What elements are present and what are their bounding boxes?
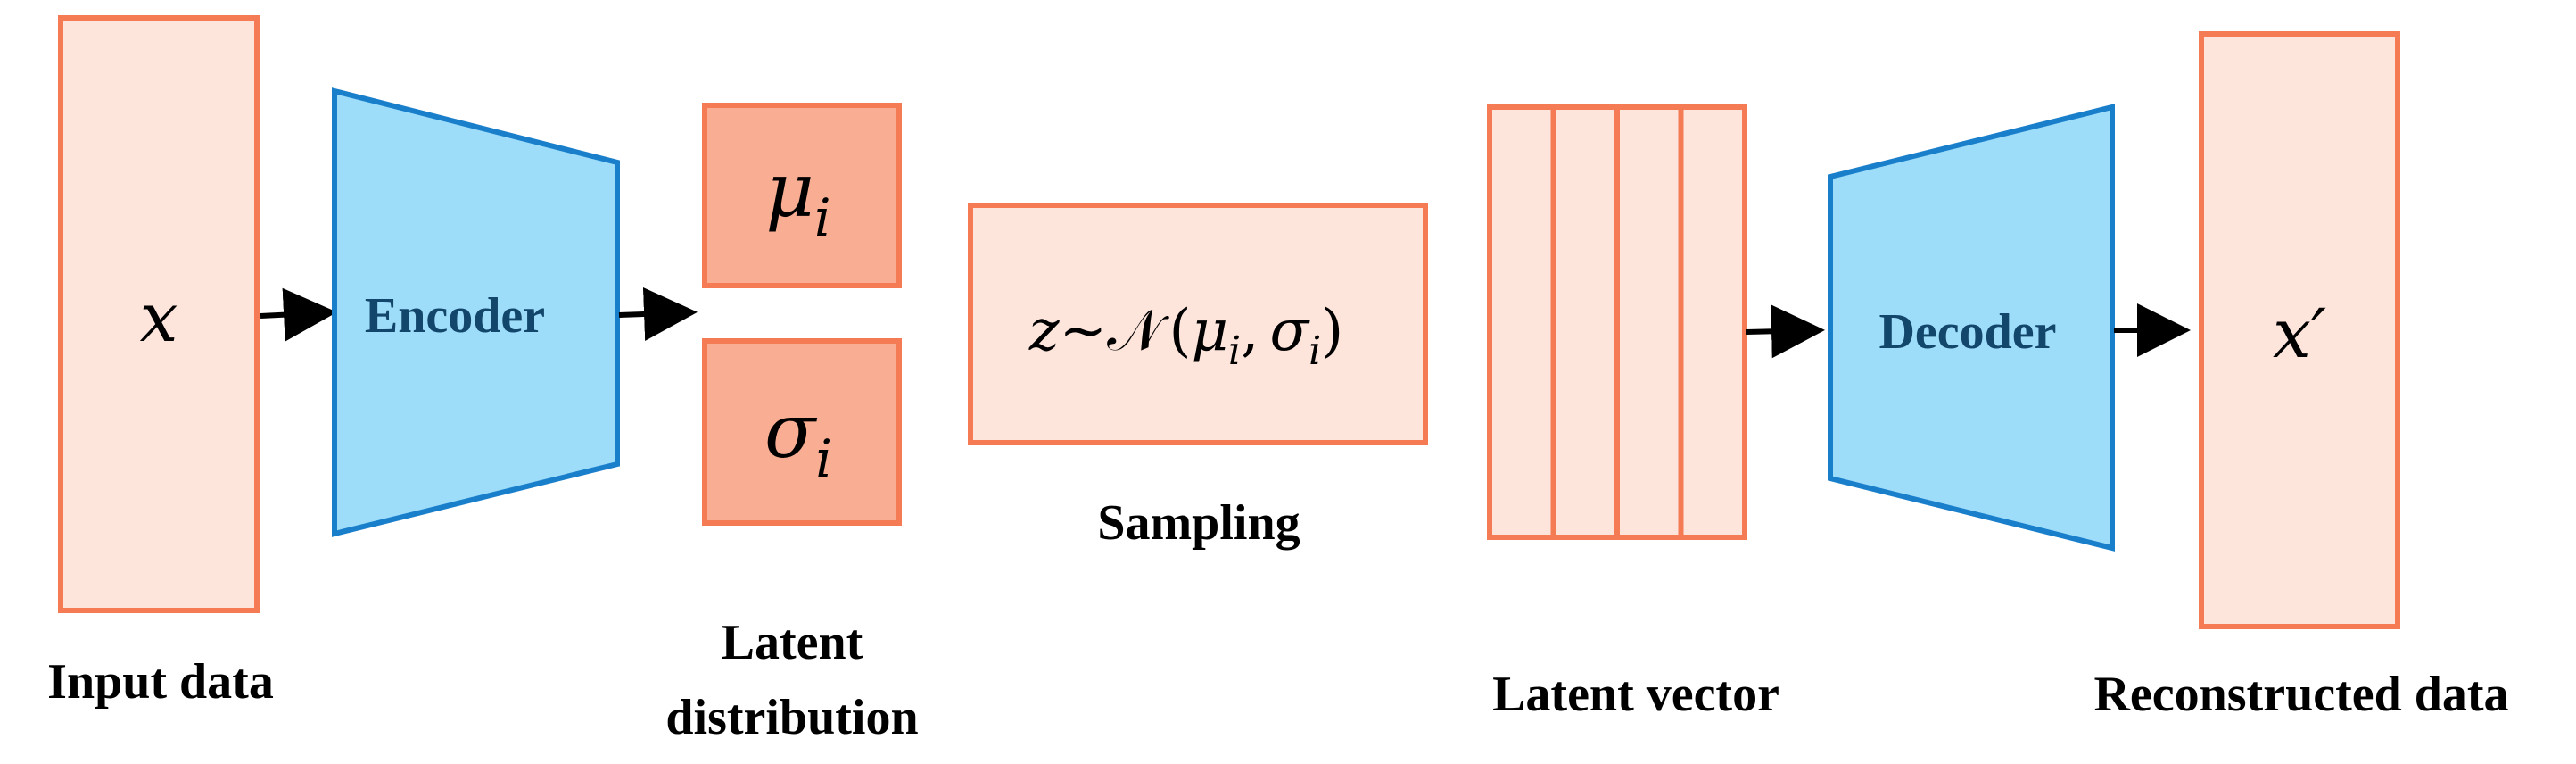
input-data-caption: Input data [47,654,274,710]
latent-distribution-caption-line2: distribution [665,690,918,745]
latent-vector-caption: Latent vector [1492,667,1779,722]
sigma-symbol: σi [764,387,832,489]
arrow-right-icon [260,287,337,342]
sigma-box [702,338,902,526]
input-symbol: x [140,278,178,357]
encoder-block [332,87,620,537]
mu-box [702,103,902,288]
input-data-box [58,15,260,613]
sampling-formula: z∼𝒩(μi,σi) [1028,298,1343,374]
reconstructed-data-caption: Reconstructed data [2093,667,2508,722]
latent-vector-cell [1487,104,1556,540]
arrow-right-icon [1746,304,1825,359]
arrow-right-icon [618,286,698,341]
latent-vector-block [1487,104,1747,540]
encoder-label: Encoder [365,288,545,344]
mu-symbol: μi [765,146,830,248]
output-symbol: x′ [2273,294,2326,373]
latent-distribution-caption-line1: Latent [722,615,863,670]
latent-vector-cell [1678,104,1747,540]
sampling-box [968,203,1428,445]
reconstructed-data-box [2199,31,2400,629]
latent-vector-cell [1614,104,1684,540]
decoder-label: Decoder [1878,304,2056,360]
sampling-caption: Sampling [1097,495,1300,551]
decoder-block [1828,104,2115,552]
latent-vector-cell [1550,104,1620,540]
